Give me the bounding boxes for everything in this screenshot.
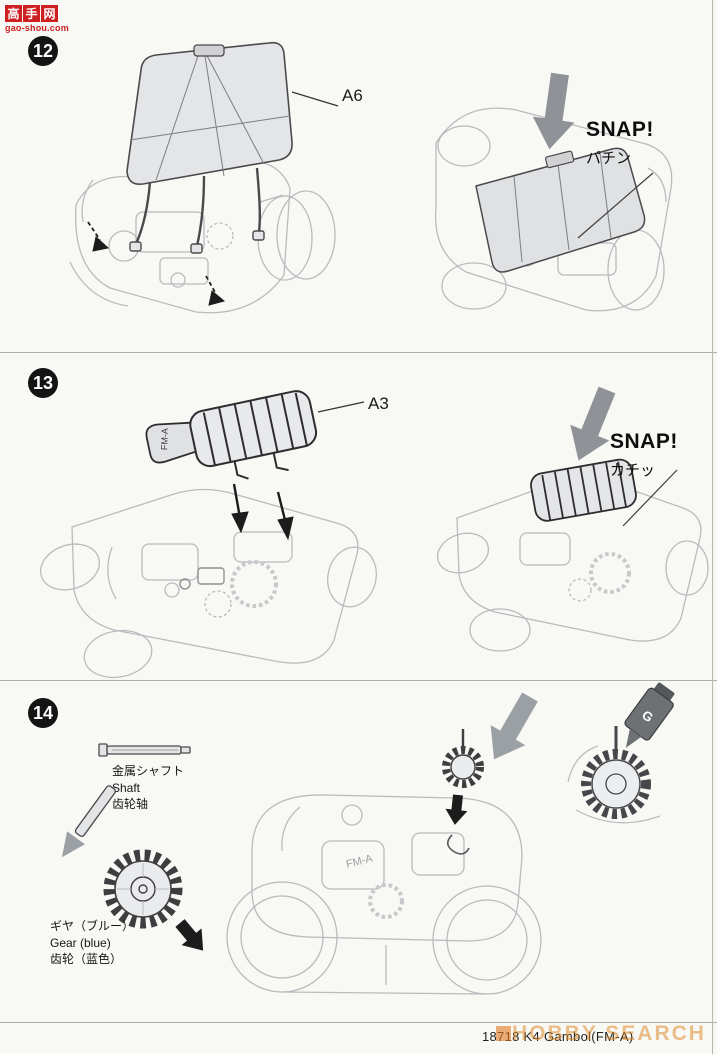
canopy-part-a6	[126, 41, 339, 254]
snap-sound-text: カチッ	[610, 462, 656, 479]
snap-leader-line	[577, 172, 654, 239]
snap-callout-13: SNAP! カチッ	[610, 430, 678, 480]
shaft-label-en: Shaft	[112, 780, 141, 795]
snap-arrow-icon	[570, 386, 616, 461]
a6-leader-line	[291, 91, 339, 107]
shaft-labels: 金属シャフト Shaft 齿轮轴	[112, 763, 184, 813]
part-label-a6: A6	[342, 86, 363, 105]
part-a3: FM-A	[145, 390, 318, 480]
gear-label-cn: 齿轮（蓝色）	[50, 952, 123, 966]
step13-right-illustration	[436, 386, 709, 652]
gear-labels: ギヤ（ブルー） Gear (blue) 齿轮（蓝色）	[50, 918, 134, 968]
chassis-dark-details	[179, 567, 225, 590]
step12-right-illustration	[434, 72, 673, 312]
assembly-arrow-icon	[445, 794, 468, 825]
grease-tube-icon: G	[624, 682, 675, 748]
insert-arrow-icon	[61, 831, 85, 858]
step12-left-illustration	[69, 41, 339, 314]
part-a3-installed	[530, 458, 637, 522]
shaft-icon	[98, 743, 191, 757]
snap-leader-line	[622, 469, 678, 527]
chassis-line-art	[226, 794, 542, 995]
step14-chassis-illustration: FM-A	[226, 692, 542, 995]
snap-sound-text: パチン	[586, 150, 632, 167]
watermark-url: gao-shou.com	[5, 23, 69, 33]
watermark-char: 网	[41, 5, 58, 22]
chassis-line-art	[567, 745, 661, 824]
axle-hook	[446, 834, 470, 855]
gaoshou-logo: 高 手 网	[5, 5, 69, 22]
shaft-label-jp: 金属シャフト	[112, 764, 185, 778]
hobbysearch-watermark: HOBBY SEARCH	[512, 1022, 706, 1045]
chassis-line-art	[69, 160, 336, 314]
shaft-label-cn: 齿轮轴	[112, 797, 149, 811]
gear-label-jp: ギヤ（ブルー）	[50, 919, 135, 933]
watermark-char: 手	[23, 5, 40, 22]
snap-callout-12: SNAP! パチン	[586, 118, 654, 168]
step-number-badge-14: 14	[28, 698, 58, 728]
assembly-arrow-icon	[175, 919, 204, 951]
attachment-point-arrows	[87, 221, 226, 306]
step-number: 12	[32, 40, 54, 61]
section-divider	[0, 352, 717, 353]
snap-arrow-icon	[532, 72, 575, 150]
chassis-logo-text: FM-A	[345, 852, 375, 870]
gear-closeup-icon	[581, 726, 651, 819]
snap-text: SNAP!	[610, 430, 678, 453]
step-number: 14	[32, 702, 54, 723]
canopy-straps	[134, 167, 262, 247]
snap-text: SNAP!	[586, 118, 654, 141]
step13-left-illustration: FM-A	[40, 390, 377, 679]
gear-label-en: Gear (blue)	[50, 935, 111, 950]
step-number-badge-12: 12	[28, 36, 58, 66]
chassis-line-art	[40, 488, 377, 679]
step14-grease-inset: G	[567, 682, 675, 824]
gaoshou-watermark: 高 手 网 gao-shou.com	[5, 5, 69, 33]
section-divider	[0, 680, 717, 681]
assembly-arrows	[231, 483, 294, 541]
hobbysearch-logo-icon	[496, 1026, 511, 1041]
a3-leader-line	[317, 401, 365, 413]
watermark-char: 高	[5, 5, 22, 22]
canopy-installed	[475, 147, 646, 273]
step-number: 13	[32, 372, 54, 393]
crown-gear-icon	[442, 729, 484, 788]
step-number-badge-13: 13	[28, 368, 58, 398]
grease-arrow-icon	[490, 692, 538, 760]
part-logo-text: FM-A	[159, 428, 170, 450]
footer-product-text: 18718 K4 Gambol(FM-A)	[482, 1029, 634, 1044]
footer-divider	[0, 1022, 717, 1023]
part-label-a3: A3	[368, 394, 389, 413]
shaft-diagonal-illustration	[61, 785, 116, 858]
page-border	[712, 0, 713, 1054]
gear-blue-illustration	[103, 849, 204, 951]
gear-icon	[103, 849, 183, 929]
